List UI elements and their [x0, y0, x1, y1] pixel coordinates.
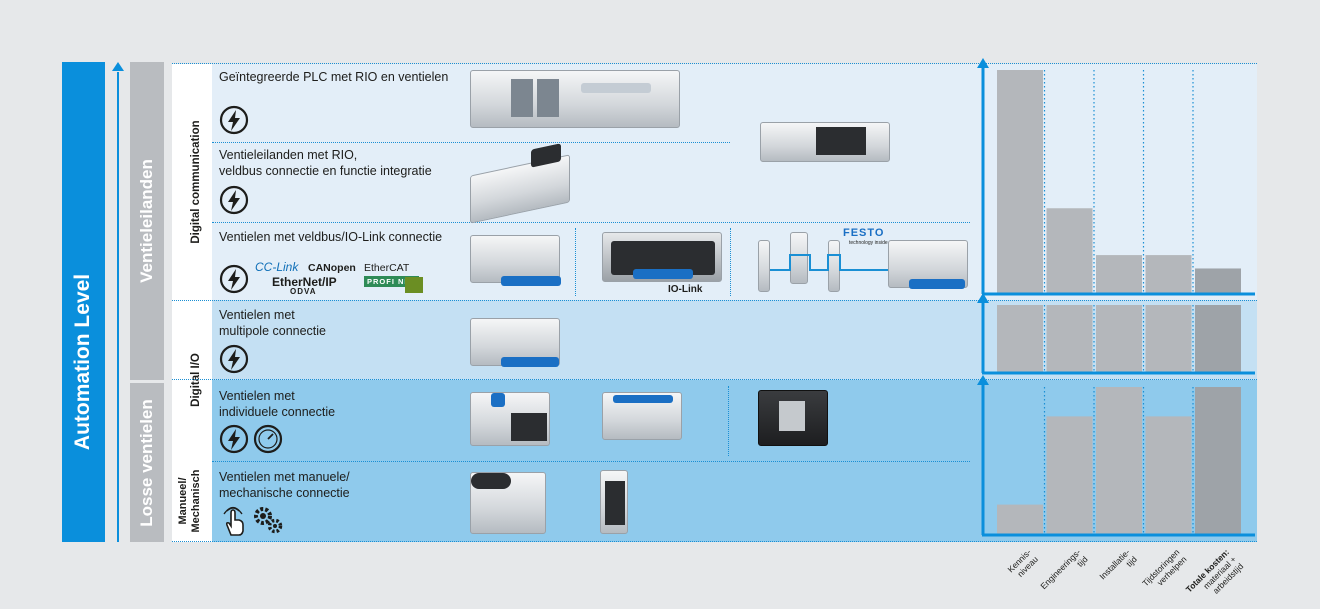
lightning-icon [219, 424, 249, 454]
product-image [470, 318, 560, 367]
chart-bar [1145, 305, 1192, 372]
product-image [470, 235, 561, 286]
chart-bar [1145, 416, 1192, 534]
gears-icon [254, 507, 283, 534]
chart-axis-arrow [977, 375, 989, 385]
chart-bar [1046, 208, 1093, 293]
chart-bar [997, 70, 1043, 293]
chart-x-label: Kennis- niveau [1005, 547, 1041, 579]
separator [212, 461, 970, 462]
chart-bar [1195, 268, 1241, 293]
row-title-rio-fieldbus: Ventieleilanden met RIO, veldbus connect… [219, 148, 432, 178]
chart-x-label: Tijdstoringen verhelpen [1140, 547, 1189, 589]
row-title-individual: Ventielen met individuele connectie [219, 389, 336, 419]
lightning-icon [219, 264, 249, 294]
separator [730, 228, 731, 296]
fieldbus-logo [405, 277, 423, 293]
product-image [758, 240, 770, 292]
row-title-fieldbus-iolink: Ventielen met veldbus/IO-Link connectie [219, 230, 443, 244]
chart-bar [1096, 305, 1142, 372]
cost-charts [977, 58, 1255, 537]
separator [575, 228, 576, 296]
category-digital-communication: Digital communication [190, 120, 202, 244]
row-title-manual: Ventielen met manuele/ mechanische conne… [219, 470, 350, 500]
product-image [602, 232, 722, 282]
category-manueel: Manueel/ Mechanisch [177, 469, 202, 533]
lightning-icon [219, 344, 249, 374]
separator [172, 63, 1257, 64]
product-image [760, 122, 890, 162]
festo-tagline: technology inside [849, 240, 888, 246]
chart-x-label: Engineerings- tijd [1038, 547, 1090, 592]
chart-bar [1145, 255, 1192, 293]
separator [212, 222, 970, 223]
product-image [470, 472, 546, 534]
chart-axis-arrow [977, 293, 989, 303]
product-image [470, 70, 680, 128]
separator [728, 386, 729, 456]
chart-bar [1096, 387, 1142, 534]
chart-bar [1096, 255, 1142, 293]
lightning-icon [219, 105, 249, 135]
cclink-logo: CC-Link [255, 260, 299, 274]
lightning-icon [219, 185, 249, 215]
iolink-label: IO-Link [668, 284, 703, 295]
automation-arrow-head [112, 62, 124, 71]
separator [172, 300, 1257, 301]
separator [172, 379, 1257, 380]
chart-axis-arrow [977, 58, 989, 68]
chart-x-label: Totale kosten: materiaal + arbeidstijd [1183, 547, 1246, 596]
automation-arrow [117, 72, 119, 542]
canopen-logo: CANopen [308, 262, 356, 274]
ethercat-logo: EtherCAT [364, 262, 410, 274]
row-title-multipole: Ventielen met multipole connectie [219, 308, 327, 338]
automation-level-label: Automation Level [71, 273, 94, 451]
separator [212, 142, 730, 143]
category-column [172, 64, 212, 542]
product-image [470, 392, 550, 446]
category-digital-io: Digital I/O [190, 353, 202, 407]
chart-x-label: Installatie- tijd [1097, 547, 1140, 582]
group-ventieleilanden-label: Ventieleilanden [137, 159, 156, 283]
chart-bar [997, 305, 1043, 372]
group-losse-ventielen-label: Losse ventielen [137, 399, 156, 527]
separator [172, 541, 1257, 542]
chart-bar [997, 504, 1043, 534]
chart-bar [1046, 416, 1093, 534]
odva-logo: ODVA [290, 287, 317, 296]
group-ventieleilanden: Ventieleilanden [130, 62, 164, 380]
product-image [600, 470, 628, 534]
group-losse-ventielen: Losse ventielen [130, 383, 164, 542]
automation-level-bar: Automation Level [62, 62, 105, 542]
pressure-gauge-icon [253, 424, 283, 454]
signal-line [770, 254, 890, 271]
profinet-logo: PROFI NET [364, 276, 420, 287]
row-title-integrated-plc: Geïntegreerde PLC met RIO en ventielen [219, 70, 449, 84]
chart-bar [1195, 387, 1241, 534]
hand-touch-icon [223, 506, 244, 536]
chart-bar [1195, 305, 1241, 372]
product-image [758, 390, 828, 446]
festo-logo: FESTO [843, 227, 885, 239]
ethernetip-logo: EtherNet/IP [272, 275, 337, 289]
chart-bar [1046, 305, 1093, 372]
product-image [602, 392, 682, 440]
product-image [888, 240, 968, 289]
